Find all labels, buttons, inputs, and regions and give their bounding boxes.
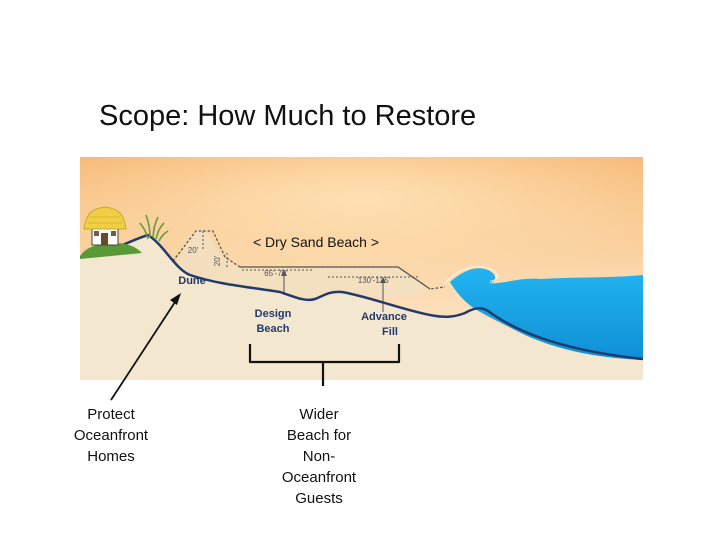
design-arrow-head xyxy=(281,270,287,276)
grass-hill xyxy=(80,243,142,259)
caption-line: Homes xyxy=(87,448,135,465)
advance-fill-outline xyxy=(240,266,446,290)
wider-beach-caption: Wider Beach for Non- Oceanfront Guests xyxy=(263,404,375,509)
dune-label: Dune xyxy=(178,275,206,287)
ocean xyxy=(450,268,643,360)
advance-arrow-head xyxy=(380,277,386,283)
advance-fill-label-line-2: Fill xyxy=(382,326,398,338)
protect-homes-caption: Protect Oceanfront Homes xyxy=(56,404,166,467)
nourished-sand xyxy=(175,230,428,300)
dune-height-label-2: 20' xyxy=(213,255,222,266)
slide-title: Scope: How Much to Restore xyxy=(99,100,477,132)
caption-line: Guests xyxy=(295,490,343,507)
house-icon xyxy=(83,206,127,246)
existing-profile-line xyxy=(80,233,643,361)
caption-line: Non- xyxy=(302,448,336,465)
advance-fill-label-line-1: Advance xyxy=(361,311,407,323)
caption-line: Oceanfront xyxy=(73,427,149,444)
design-beach-label-line-2: Beach xyxy=(256,323,289,335)
design-beach-label-line-1: Design xyxy=(255,308,292,320)
dry-sand-beach-label: < Dry Sand Beach > xyxy=(253,234,379,250)
caption-line: Beach for xyxy=(286,427,352,444)
wave-crest xyxy=(444,266,498,284)
caption-line: Wider xyxy=(299,406,339,423)
dune-grass xyxy=(139,214,169,242)
sand-body xyxy=(80,235,643,380)
caption-line: Oceanfront xyxy=(281,469,357,486)
design-width-label: 65'-70' xyxy=(264,269,288,278)
beach-profile-diagram: < Dry Sand Beach > Dune 20' 20' 65'-70' … xyxy=(80,157,643,380)
advance-width-label: 130'-135' xyxy=(358,276,391,285)
caption-line: Protect xyxy=(87,406,135,423)
dune-height-label-1: 20' xyxy=(188,246,199,255)
design-profile-outline xyxy=(172,230,431,290)
